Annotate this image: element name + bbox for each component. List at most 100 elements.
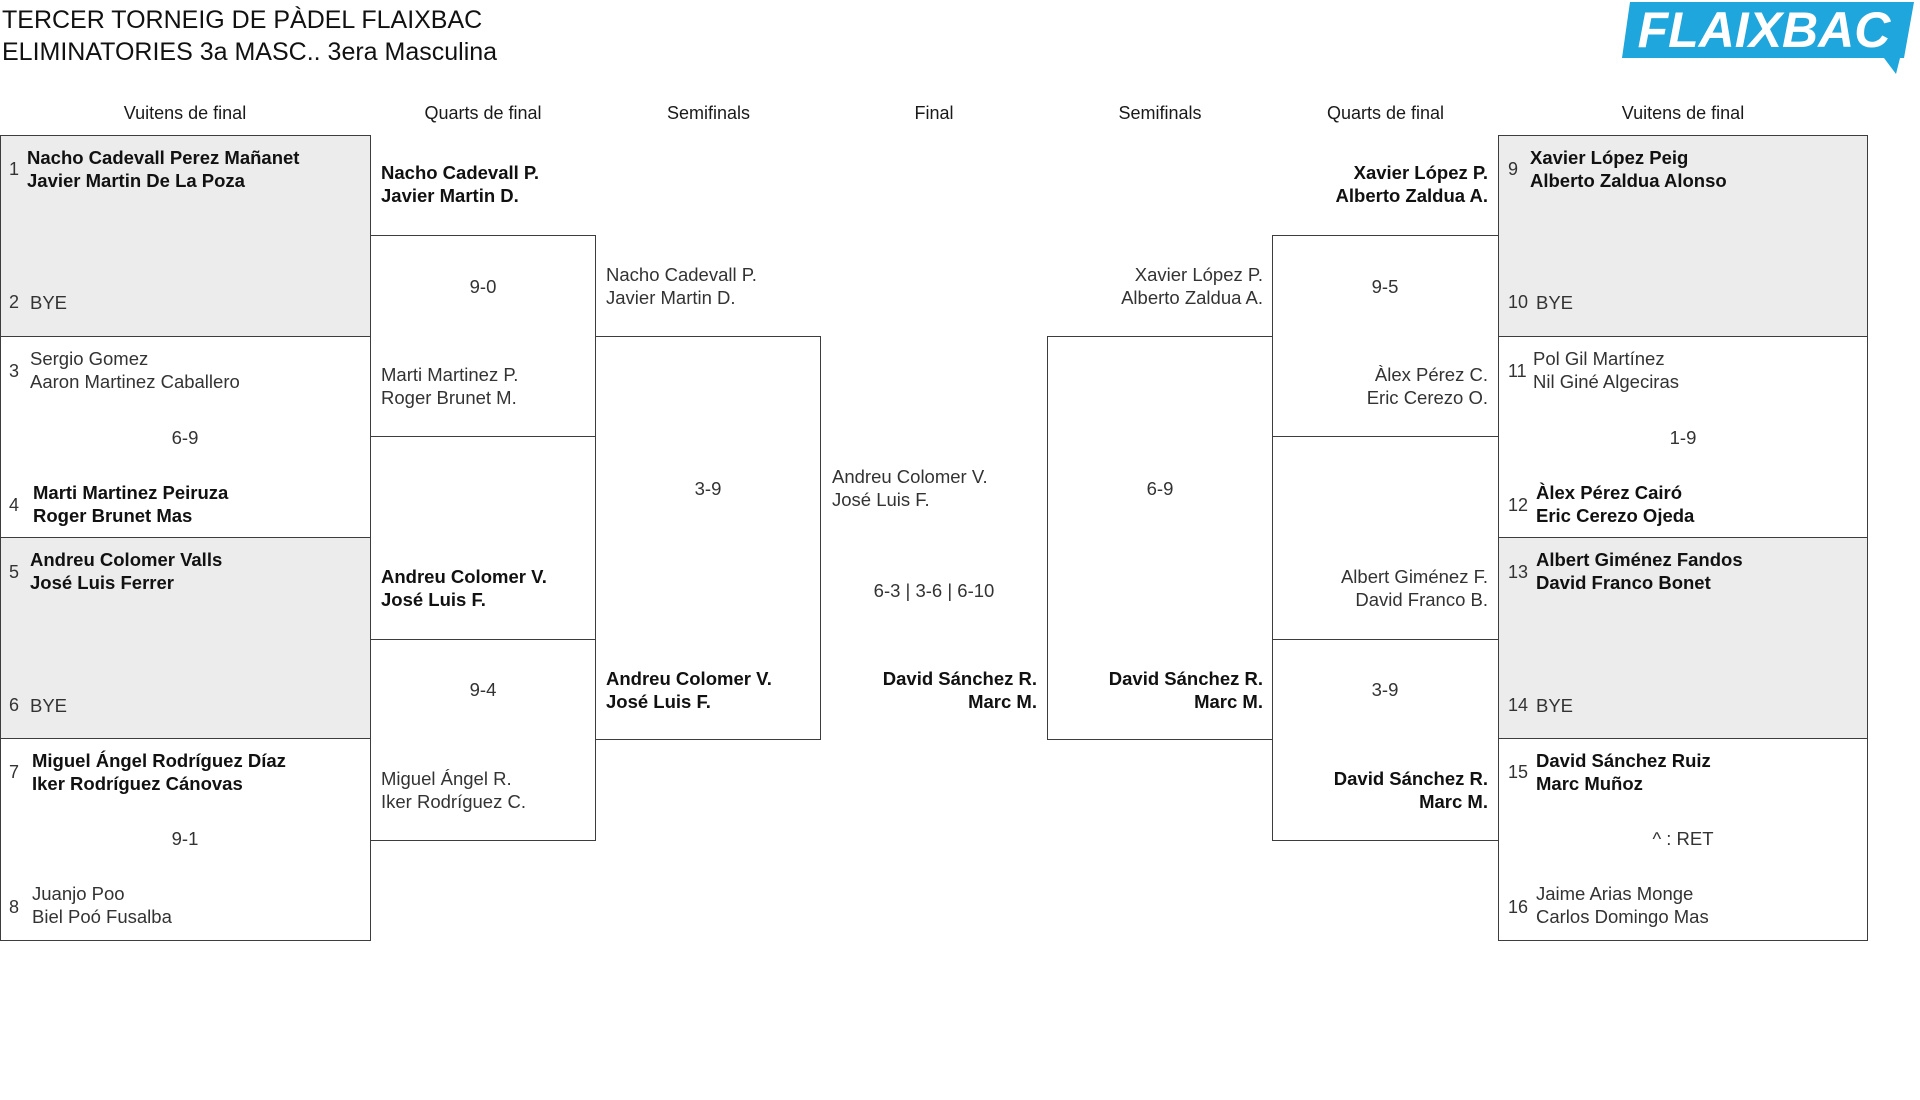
seed-number: 7 — [9, 762, 20, 782]
round-header-sf-left: Semifinals — [666, 103, 751, 123]
r16-match-box — [1498, 135, 1868, 337]
player-name: Aaron Martinez Caballero — [30, 371, 240, 392]
match-score: 9-4 — [469, 679, 497, 700]
seed-number: 8 — [9, 897, 20, 917]
round-header-sf-right: Semifinals — [1118, 103, 1202, 123]
round-header-qf-left: Quarts de final — [424, 103, 542, 123]
seed-number: 15 — [1508, 762, 1529, 782]
round-header-final: Final — [914, 103, 954, 123]
team-name: Javier Martin D. — [606, 287, 736, 308]
player-name: Sergio Gomez — [30, 348, 149, 369]
player-name: Javier Martin De La Poza — [27, 170, 245, 191]
team-name: Xavier López P. — [1134, 264, 1263, 285]
match-score: 3-9 — [1371, 679, 1399, 700]
player-name: Carlos Domingo Mas — [1536, 906, 1709, 927]
final-score: 6-3 | 3-6 | 6-10 — [873, 580, 995, 601]
team-name: Alberto Zaldua A. — [1335, 185, 1488, 206]
player-name: Pol Gil Martínez — [1533, 348, 1665, 369]
seed-number: 1 — [9, 159, 20, 179]
sf-match-box — [1047, 336, 1273, 740]
qf-match-box — [370, 639, 596, 841]
player-name: Xavier López Peig — [1530, 147, 1689, 168]
player-name: Albert Giménez Fandos — [1536, 549, 1743, 570]
player-name: Roger Brunet Mas — [33, 505, 193, 526]
player-name: Jaime Arias Monge — [1536, 883, 1694, 904]
team-name: Andreu Colomer V. — [832, 466, 988, 487]
match-score: 9-0 — [469, 276, 497, 297]
seed-number: 5 — [9, 562, 20, 582]
player-name: BYE — [1536, 695, 1574, 716]
match-score: 6-9 — [1146, 478, 1174, 499]
seed-number: 12 — [1508, 495, 1529, 515]
team-name: Nacho Cadevall P. — [606, 264, 757, 285]
team-name: Marc M. — [968, 691, 1037, 712]
team-name: David Sánchez R. — [1108, 668, 1263, 689]
player-name: Eric Cerezo Ojeda — [1536, 505, 1695, 526]
team-name: Iker Rodríguez C. — [381, 791, 526, 812]
round-header-r16-left: Vuitens de final — [123, 103, 247, 123]
team-name: Roger Brunet M. — [381, 387, 517, 408]
player-name: Marc Muñoz — [1536, 773, 1643, 794]
team-name: Javier Martin D. — [381, 185, 519, 206]
player-name: José Luis Ferrer — [30, 572, 174, 593]
team-name: Xavier López P. — [1353, 162, 1488, 183]
team-name: José Luis F. — [832, 489, 930, 510]
team-name: Àlex Pérez C. — [1374, 364, 1488, 385]
team-name: José Luis F. — [381, 589, 486, 610]
seed-number: 11 — [1508, 361, 1527, 381]
seed-number: 9 — [1508, 159, 1519, 179]
team-name: Alberto Zaldua A. — [1121, 287, 1263, 308]
player-name: Iker Rodríguez Cánovas — [32, 773, 243, 794]
team-name: Marc M. — [1419, 791, 1488, 812]
match-score: 9-1 — [171, 828, 199, 849]
seed-number: 14 — [1508, 695, 1529, 715]
player-name: BYE — [30, 292, 68, 313]
player-name: David Franco Bonet — [1536, 572, 1711, 593]
team-name: David Franco B. — [1355, 589, 1488, 610]
team-name: Eric Cerezo O. — [1366, 387, 1488, 408]
team-name: David Sánchez R. — [882, 668, 1037, 689]
player-name: Nil Giné Algeciras — [1533, 371, 1680, 392]
team-name: Andreu Colomer V. — [381, 566, 547, 587]
team-name: José Luis F. — [606, 691, 711, 712]
player-name: Juanjo Poo — [32, 883, 125, 904]
player-name: David Sánchez Ruiz — [1536, 750, 1711, 771]
player-name: Andreu Colomer Valls — [30, 549, 223, 570]
seed-number: 2 — [9, 292, 20, 312]
round-header-qf-right: Quarts de final — [1326, 103, 1445, 123]
seed-number: 13 — [1508, 562, 1529, 582]
logo-badge-shape — [1622, 2, 1914, 74]
logo-text: FLAIXBAC — [1638, 2, 1892, 58]
player-name: Miguel Ángel Rodríguez Díaz — [32, 750, 286, 771]
match-score: 9-5 — [1371, 276, 1399, 297]
seed-number: 4 — [9, 495, 20, 515]
seed-number: 3 — [9, 361, 20, 381]
match-score: 1-9 — [1669, 427, 1697, 448]
player-name: Nacho Cadevall Perez Mañanet — [27, 147, 300, 168]
r16-match-box — [1498, 738, 1868, 941]
team-name: Marti Martinez P. — [381, 364, 519, 385]
team-name: Miguel Ángel R. — [381, 768, 512, 789]
seed-number: 6 — [9, 695, 20, 715]
player-name: Àlex Pérez Cairó — [1536, 482, 1683, 503]
team-name: Albert Giménez F. — [1340, 566, 1488, 587]
match-score: 6-9 — [171, 427, 199, 448]
match-score: ^ : RET — [1652, 828, 1714, 849]
match-score: 3-9 — [694, 478, 722, 499]
team-name: Nacho Cadevall P. — [381, 162, 540, 183]
player-name: Alberto Zaldua Alonso — [1530, 170, 1727, 191]
player-name: BYE — [1536, 292, 1574, 313]
player-name: BYE — [30, 695, 68, 716]
team-name: David Sánchez R. — [1333, 768, 1488, 789]
team-name: Marc M. — [1194, 691, 1263, 712]
flaixbac-logo: FLAIXBAC — [1622, 2, 1914, 74]
tournament-title: TERCER TORNEIG DE PÀDEL FLAIXBAC — [2, 6, 483, 34]
player-name: Marti Martinez Peiruza — [33, 482, 229, 503]
team-name: Andreu Colomer V. — [606, 668, 772, 689]
seed-number: 16 — [1508, 897, 1529, 917]
sf-match-box — [595, 336, 821, 740]
player-name: Biel Poó Fusalba — [32, 906, 172, 927]
category-subtitle: ELIMINATORIES 3a MASC.. 3era Masculina — [2, 38, 498, 66]
round-header-r16-right: Vuitens de final — [1621, 103, 1745, 123]
seed-number: 10 — [1508, 292, 1529, 312]
